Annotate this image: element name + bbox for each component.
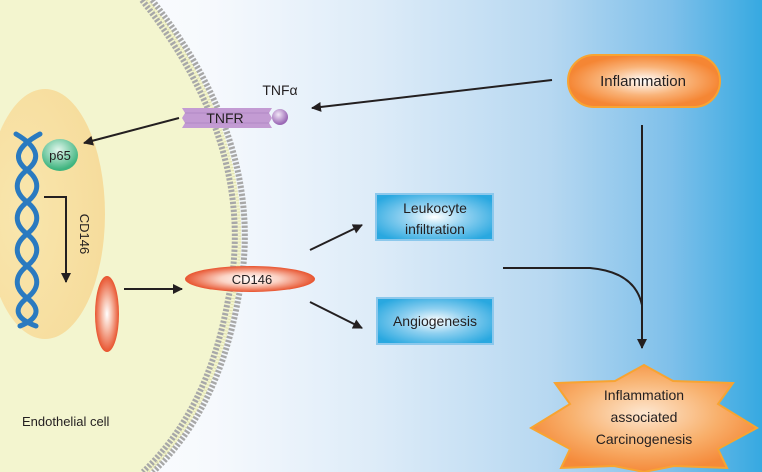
arrow-cd146-to-angiogenesis xyxy=(309,301,363,329)
tnf-alpha-label: TNFα xyxy=(262,82,297,98)
endothelial-cell-label: Endothelial cell xyxy=(22,414,110,429)
angiogenesis-node xyxy=(376,297,494,345)
cd146-intracellular xyxy=(95,276,119,352)
leukocyte-label-line2: infiltration xyxy=(405,221,465,237)
p65-label: p65 xyxy=(49,148,71,163)
carcinogenesis-node xyxy=(528,363,760,472)
tnfr-receptor xyxy=(182,108,272,128)
cd146-membrane xyxy=(185,266,315,292)
arrow-cd146-to-leukocyte xyxy=(309,224,363,251)
inflammation-label: Inflammation xyxy=(600,73,686,90)
tnf-alpha-ligand xyxy=(272,109,288,125)
cd146-membrane-label: CD146 xyxy=(232,272,272,287)
arrow-tnfr-to-p65 xyxy=(83,117,180,146)
dna-helix-icon xyxy=(13,131,43,329)
p65-protein xyxy=(42,139,78,171)
inflammation-node xyxy=(567,54,721,108)
nucleus xyxy=(0,89,105,339)
leukocyte-infiltration-node xyxy=(375,193,494,241)
outcome-label-line2: associated xyxy=(611,409,678,425)
transcription-arrow xyxy=(44,196,71,283)
outcome-label-line3: Carcinogenesis xyxy=(596,431,693,447)
cd146-gene-label: CD146 xyxy=(77,214,92,254)
outcome-label-line1: Inflammation xyxy=(604,387,684,403)
tnfr-label: TNFR xyxy=(206,110,243,126)
arrow-inflammation-to-tnfa xyxy=(311,79,553,112)
leukocyte-label-line1: Leukocyte xyxy=(403,200,467,216)
effects-merge-line xyxy=(503,267,643,306)
angiogenesis-label: Angiogenesis xyxy=(393,313,477,329)
